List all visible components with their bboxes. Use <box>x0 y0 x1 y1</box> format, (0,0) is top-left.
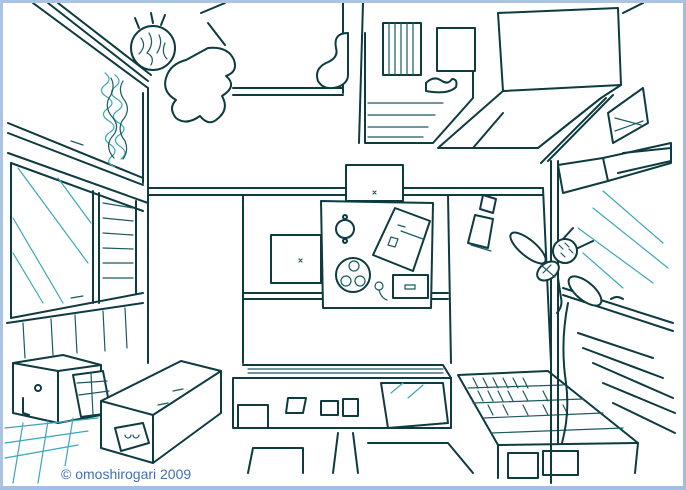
refrigerator <box>100 360 222 464</box>
floor-cushion <box>270 234 322 284</box>
room-illustration <box>4 3 676 484</box>
kitchen-counter <box>4 354 112 484</box>
copyright-caption: © omoshirogari 2009 <box>59 466 194 482</box>
left-window <box>6 152 149 359</box>
low-cabinet-row <box>232 364 474 474</box>
hanging-plant-lattice <box>100 72 128 168</box>
curtain <box>540 94 672 484</box>
upper-left-wall <box>7 3 152 189</box>
loft-bed <box>437 3 644 149</box>
fly <box>509 227 603 314</box>
flying-child <box>130 3 236 124</box>
floor-outline <box>147 187 552 364</box>
hanging-cloth <box>316 32 349 90</box>
wall-mirror <box>607 87 649 144</box>
bookshelf <box>457 370 639 479</box>
loft-shelf <box>364 22 476 144</box>
center-table <box>320 164 434 309</box>
wall-cards <box>467 194 497 252</box>
